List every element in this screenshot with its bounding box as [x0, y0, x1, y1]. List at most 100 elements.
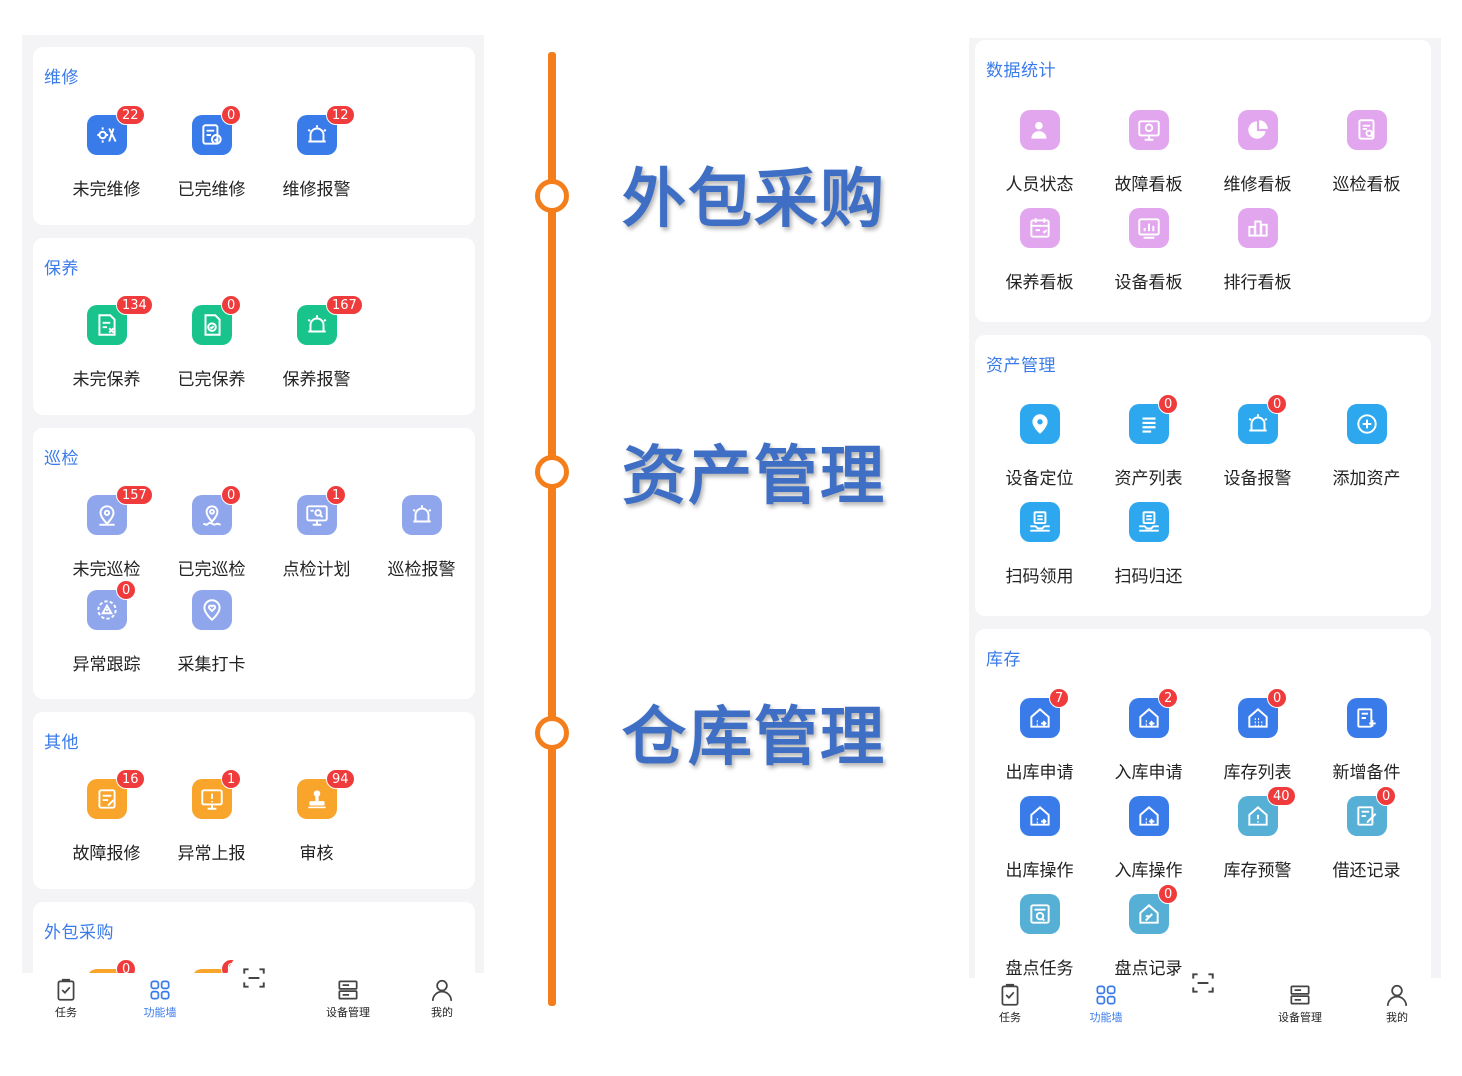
- menu-item-device-alarm[interactable]: 0 设备报警: [1205, 394, 1310, 494]
- bottom-tab-bar: 任务 功能墙 设备管理 我的: [22, 951, 484, 1023]
- menu-item-inventory-task[interactable]: 盘点任务: [987, 894, 1092, 984]
- scan-button[interactable]: [1176, 956, 1230, 1010]
- tab-label: 我的: [1386, 1011, 1408, 1024]
- menu-item-add-spare-part[interactable]: 新增备件: [1314, 698, 1419, 788]
- menu-item-patrol-board[interactable]: 巡检看板: [1314, 110, 1419, 200]
- count-badge: 0: [1376, 786, 1397, 806]
- timeline-node: [535, 455, 569, 489]
- menu-item-review[interactable]: 94 审核: [264, 769, 369, 869]
- menu-item-unfinished-maintenance[interactable]: 134 未完保养: [54, 295, 159, 395]
- menu-item-inventory-record[interactable]: 0 盘点记录: [1096, 884, 1201, 984]
- menu-item-staff-status[interactable]: 人员状态: [987, 110, 1092, 200]
- menu-item-maintenance-alarm[interactable]: 167 保养报警: [264, 295, 369, 395]
- menu-item-finished-maintenance[interactable]: 0 已完保养: [159, 295, 264, 395]
- section-stock: 库存 7 出库申请 2 入库申请 0 库存列表 新增备件 出库操作 入库操作: [975, 629, 1431, 989]
- count-badge: 22: [116, 105, 145, 125]
- bar-chart-icon: [1129, 208, 1169, 248]
- menu-item-label: 已完维修: [177, 180, 246, 200]
- menu-item-inbound-request[interactable]: 2 入库申请: [1096, 688, 1201, 788]
- count-badge: 0: [1158, 394, 1179, 414]
- scan-button[interactable]: [227, 951, 281, 1005]
- section-maintenance: 保养 134 未完保养 0 已完保养 167 保养报警: [33, 238, 475, 415]
- grid-icon: [1096, 985, 1116, 1005]
- menu-item-label: 入库申请: [1114, 763, 1183, 783]
- menu-item-unfinished-repair[interactable]: 22 未完维修: [54, 105, 159, 205]
- map-heart-icon: [192, 590, 232, 630]
- count-badge: 0: [1267, 394, 1288, 414]
- count-badge: 1: [326, 485, 347, 505]
- menu-item-label: 添加资产: [1332, 469, 1401, 489]
- timeline-node: [535, 179, 569, 213]
- count-badge: 2: [1158, 688, 1179, 708]
- menu-item-unfinished-patrol[interactable]: 157 未完巡检: [54, 485, 159, 585]
- menu-item-add-asset[interactable]: 添加资产: [1314, 404, 1419, 494]
- menu-item-anomaly-report[interactable]: 1 异常上报: [159, 769, 264, 869]
- menu-item-label: 审核: [299, 844, 334, 864]
- alarm-icon: [1238, 404, 1278, 444]
- menu-item-device-board[interactable]: 设备看板: [1096, 208, 1201, 298]
- tab-device-management[interactable]: 设备管理: [1265, 982, 1335, 1025]
- server-icon: [338, 980, 358, 1000]
- section-repair: 维修 22 未完维修 0 已完维修 12 维修报警: [33, 47, 475, 225]
- menu-item-fault-report[interactable]: 16 故障报修: [54, 769, 159, 869]
- tab-task[interactable]: 任务: [31, 977, 101, 1020]
- menu-item-label: 设备看板: [1114, 273, 1183, 293]
- headline-outsource: 外包采购: [622, 163, 886, 237]
- tab-function-wall[interactable]: 功能墙: [125, 977, 195, 1020]
- menu-item-collect-checkin[interactable]: 采集打卡: [159, 590, 264, 680]
- menu-item-scan-receive[interactable]: 扫码领用: [987, 502, 1092, 592]
- menu-item-outbound-operation[interactable]: 出库操作: [987, 796, 1092, 886]
- clipboard-check-icon: [57, 978, 75, 1001]
- menu-item-scan-return[interactable]: 扫码归还: [1096, 502, 1201, 592]
- menu-item-label: 库存列表: [1223, 763, 1292, 783]
- menu-item-fault-board[interactable]: 故障看板: [1096, 110, 1201, 200]
- tab-mine[interactable]: 我的: [407, 977, 477, 1020]
- grid-icon: [150, 980, 170, 1000]
- menu-item-label: 巡检报警: [387, 560, 456, 580]
- left-phone-screen: 维修 22 未完维修 0 已完维修 12 维修报警 保养 134 未完保养 0 …: [22, 35, 484, 1023]
- menu-item-label: 借还记录: [1332, 861, 1401, 881]
- scan-icon: [1192, 973, 1214, 993]
- menu-item-label: 维修看板: [1223, 175, 1292, 195]
- tab-mine[interactable]: 我的: [1362, 982, 1432, 1025]
- menu-item-inbound-operation[interactable]: 入库操作: [1096, 796, 1201, 886]
- menu-item-anomaly-tracking[interactable]: 0 异常跟踪: [54, 580, 159, 680]
- timeline-node: [535, 716, 569, 750]
- menu-item-finished-patrol[interactable]: 0 已完巡检: [159, 485, 264, 585]
- menu-item-label: 扫码领用: [1005, 567, 1074, 587]
- location-icon: [1020, 404, 1060, 444]
- headline-asset-management: 资产管理: [622, 440, 886, 514]
- menu-item-label: 扫码归还: [1114, 567, 1183, 587]
- menu-item-asset-list[interactable]: 0 资产列表: [1096, 394, 1201, 494]
- menu-item-repair-board[interactable]: 维修看板: [1205, 110, 1310, 200]
- menu-item-outbound-request[interactable]: 7 出库申请: [987, 688, 1092, 788]
- menu-item-label: 库存预警: [1223, 861, 1292, 881]
- count-badge: 134: [116, 295, 153, 315]
- menu-item-finished-repair[interactable]: 0 已完维修: [159, 105, 264, 205]
- menu-item-stock-warning[interactable]: 40 库存预警: [1205, 786, 1310, 886]
- timeline-line: [548, 52, 556, 1006]
- menu-item-maintenance-board[interactable]: 保养看板: [987, 208, 1092, 298]
- house-in-icon: [1129, 796, 1169, 836]
- menu-item-inspection-plan[interactable]: 1 点检计划: [264, 485, 369, 585]
- tab-device-management[interactable]: 设备管理: [313, 977, 383, 1020]
- count-badge: 94: [326, 769, 355, 789]
- count-badge: 0: [1267, 688, 1288, 708]
- tab-function-wall[interactable]: 功能墙: [1071, 982, 1141, 1025]
- alarm-icon: [402, 495, 442, 535]
- menu-item-ranking-board[interactable]: 排行看板: [1205, 208, 1310, 298]
- menu-item-repair-alarm[interactable]: 12 维修报警: [264, 105, 369, 205]
- count-badge: 16: [116, 769, 145, 789]
- tab-task[interactable]: 任务: [975, 982, 1045, 1025]
- section-statistics: 数据统计 人员状态 故障看板 维修看板 巡检看板 保养看板 设备看板 排行看板: [975, 40, 1431, 322]
- menu-item-stock-list[interactable]: 0 库存列表: [1205, 688, 1310, 788]
- menu-item-device-location[interactable]: 设备定位: [987, 404, 1092, 494]
- menu-item-label: 盘点记录: [1114, 959, 1183, 979]
- menu-item-borrow-return-record[interactable]: 0 借还记录: [1314, 786, 1419, 886]
- user-icon: [431, 979, 453, 1001]
- section-asset-management: 资产管理 设备定位 0 资产列表 0 设备报警 添加资产 扫码领用 扫码归还: [975, 335, 1431, 616]
- menu-item-label: 出库操作: [1005, 861, 1074, 881]
- menu-item-patrol-alarm[interactable]: 巡检报警: [369, 495, 474, 585]
- menu-item-label: 采集打卡: [177, 655, 246, 675]
- headline-warehouse-management: 仓库管理: [622, 701, 886, 775]
